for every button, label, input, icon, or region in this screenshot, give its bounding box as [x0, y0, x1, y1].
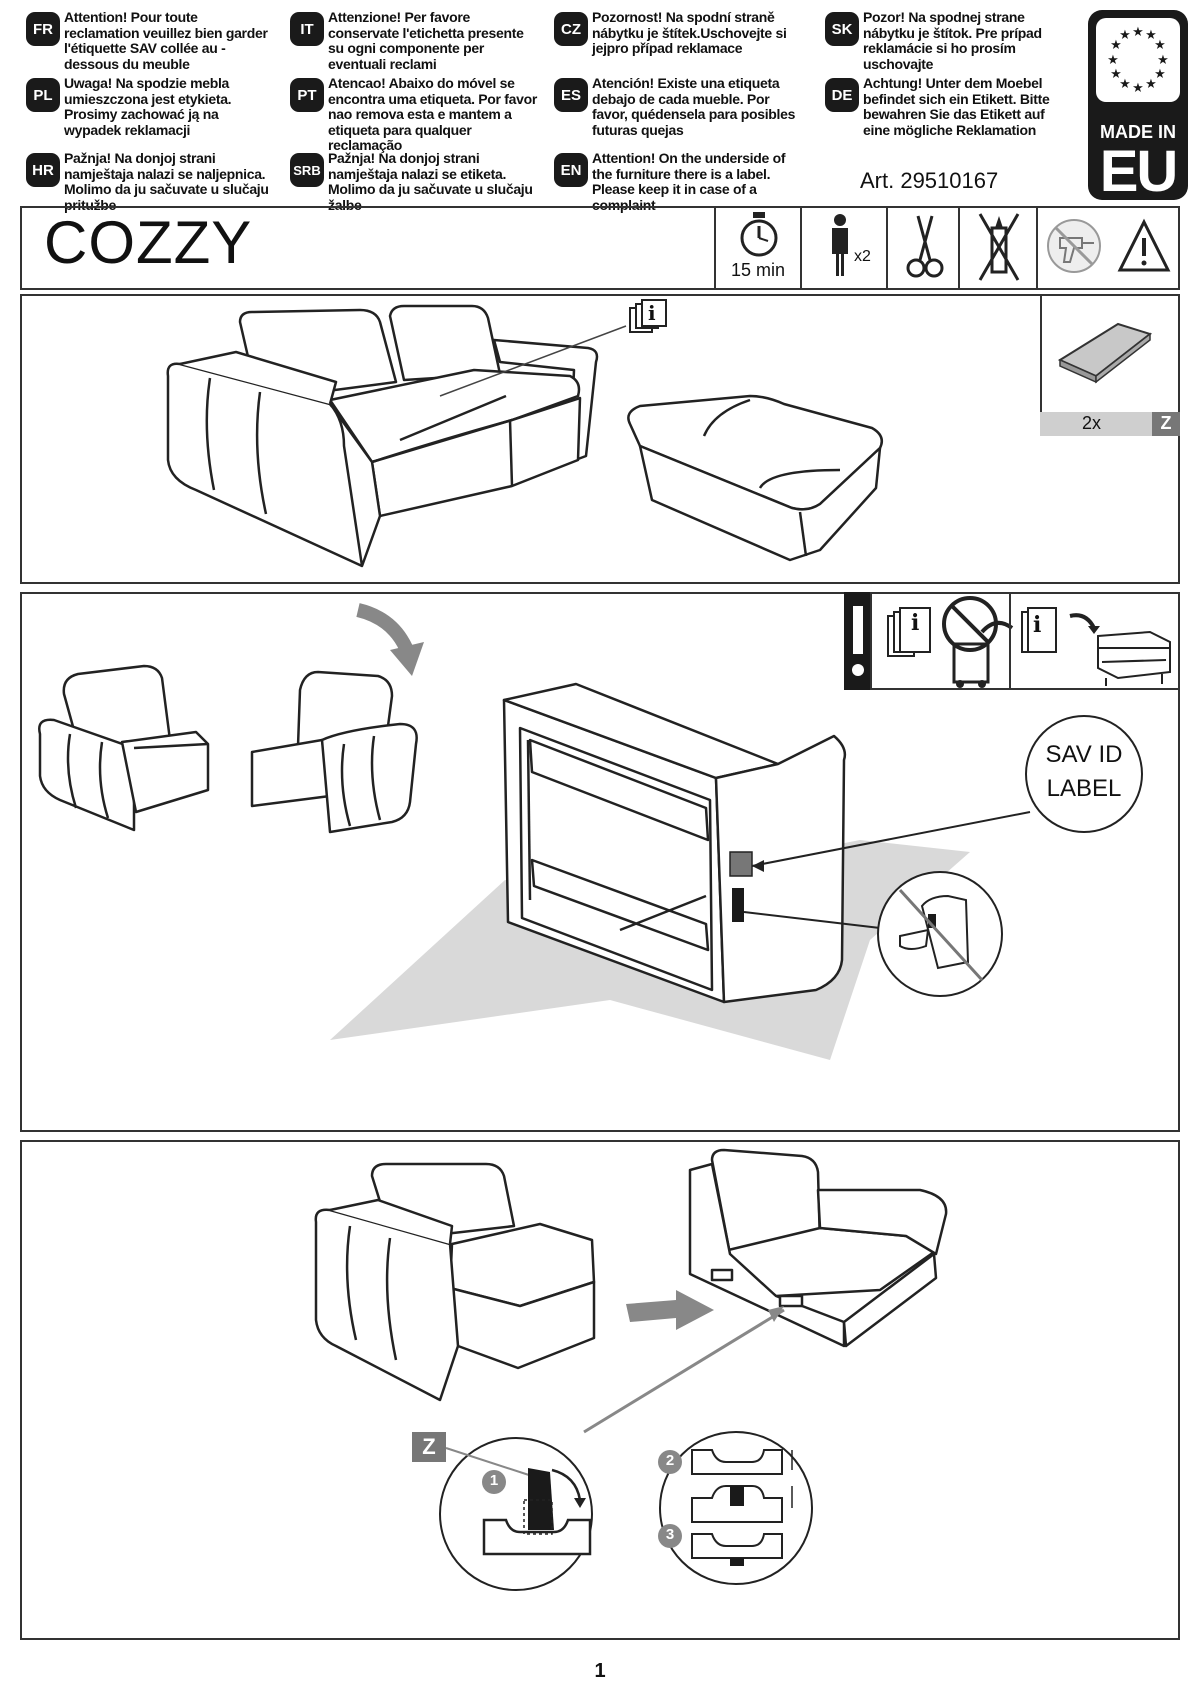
lang-badge-en: EN: [554, 153, 588, 187]
info-sheet-icon: i: [648, 301, 656, 325]
page-number: 1: [594, 1660, 606, 1682]
lang-badge-it: IT: [290, 12, 324, 46]
persons-cell: x2: [800, 208, 886, 288]
info-icon-label-b: i: [1033, 612, 1042, 638]
article-number: Art. 29510167: [860, 168, 999, 193]
svg-text:★: ★: [1157, 53, 1169, 68]
lang-badge-fr: FR: [26, 12, 60, 46]
svg-text:★: ★: [1154, 67, 1166, 82]
sav-id-label-text: SAV ID LABEL: [1030, 738, 1138, 806]
notice-text-cz: Pozornost! Na spodní straně nábytku je š…: [592, 9, 787, 56]
svg-text:★: ★: [1145, 28, 1157, 43]
svg-text:★: ★: [1132, 25, 1144, 40]
warning-cell: [1036, 208, 1178, 288]
product-title: COZZY: [44, 209, 253, 276]
panel-overview: [20, 294, 1180, 584]
step1-number: 1: [489, 1472, 499, 1489]
notice-pl: PL Uwaga! Na spodzie mebla umieszczona j…: [26, 75, 271, 138]
svg-text:★: ★: [1154, 38, 1166, 53]
felt-pad-icon: [1040, 322, 1180, 436]
notice-pt: PT Atencao! Abaixo do móvel se encontra …: [290, 75, 537, 153]
notice-srb: SRB Pažnja! Na donjoj strani namještaja …: [290, 150, 535, 213]
no-drill-warning-icon: [1047, 218, 1171, 273]
svg-text:★: ★: [1145, 77, 1157, 92]
step3-number: 3: [665, 1526, 675, 1543]
step2-number: 2: [665, 1452, 675, 1469]
svg-text:★: ★: [1110, 67, 1122, 82]
stopwatch-icon: [740, 212, 778, 257]
notice-sk: SK Pozor! Na spodnej strane nábytku je š…: [825, 9, 1070, 72]
no-cutter-icon: [978, 213, 1020, 281]
notice-text-pt: Atencao! Abaixo do móvel se encontra uma…: [328, 75, 538, 153]
notice-text-de: Achtung! Unter dem Moebel befindet sich …: [863, 75, 1050, 138]
eu-text: EU: [1099, 139, 1179, 204]
notice-cz: CZ Pozornost! Na spodní straně nábytku j…: [554, 9, 799, 72]
person-icon: [832, 214, 848, 276]
notice-de: DE Achtung! Unter dem Moebel befindet si…: [825, 75, 1070, 138]
svg-text:★: ★: [1132, 81, 1144, 96]
lang-badge-cz: CZ: [554, 12, 588, 46]
notice-en: EN Attention! On the underside of the fu…: [554, 150, 799, 213]
notice-hr: HR Pažnja! Na donjoj strani namještaja n…: [26, 150, 271, 213]
notice-text-sk: Pozor! Na spodnej strane nábytku je štít…: [863, 9, 1042, 72]
lang-badge-pt: PT: [290, 78, 324, 112]
svg-text:★: ★: [1107, 53, 1119, 68]
lang-badge-sk: SK: [825, 12, 859, 46]
lang-badge-pl: PL: [26, 78, 60, 112]
info-icon-label-a: i: [911, 610, 920, 636]
lang-badge-de: DE: [825, 78, 859, 112]
keep-label-icons: [887, 592, 1171, 690]
no-knife-cell: [958, 208, 1036, 288]
sav-id-line1: SAV ID: [1045, 741, 1123, 768]
panel-felt-pads: [20, 1140, 1180, 1640]
svg-text:★: ★: [1119, 77, 1131, 92]
warning-icons-box: [870, 592, 1180, 690]
made-in-eu-badge: ★★★ ★★★ ★★★ ★★★ MADE IN EU: [1088, 10, 1188, 204]
svg-text:★: ★: [1119, 28, 1131, 43]
notice-text-es: Atención! Existe una etiqueta debajo de …: [592, 75, 796, 138]
parts-quantity: 2x: [1082, 413, 1102, 433]
notice-text-hr: Pažnja! Na donjoj strani namještaja nala…: [64, 150, 269, 213]
notice-fr: FR Attention! Pour toute reclamation veu…: [26, 9, 271, 72]
persons-label: x2: [854, 248, 871, 265]
lang-badge-hr: HR: [26, 153, 60, 187]
eu-stars-icon: ★★★ ★★★ ★★★ ★★★: [1096, 18, 1180, 102]
scissors-icon: [906, 215, 944, 278]
notice-es: ES Atención! Existe una etiqueta debajo …: [554, 75, 799, 138]
notice-text-it: Attenzione! Per favore conservate l'etic…: [328, 9, 524, 72]
exclamation-icon: [852, 606, 864, 676]
time-label: 15 min: [730, 260, 786, 280]
scissors-cell: [886, 208, 958, 288]
parts-letter: Z: [1160, 413, 1172, 433]
panel-sav-label: [20, 592, 1180, 1132]
eu-star-circle-icon: ★★★ ★★★ ★★★ ★★★: [1107, 25, 1169, 96]
lang-badge-srb: SRB: [290, 153, 324, 187]
notice-text-en: Attention! On the underside of the furni…: [592, 150, 786, 213]
notice-text-srb: Pažnja! Na donjoj strani namještaja nala…: [328, 150, 533, 213]
svg-text:★: ★: [1110, 38, 1122, 53]
lang-badge-es: ES: [554, 78, 588, 112]
notice-text-fr: Attention! Pour toute reclamation veuill…: [64, 9, 268, 72]
sav-id-line2: LABEL: [1046, 775, 1122, 802]
notice-text-pl: Uwaga! Na spodzie mebla umieszczona jest…: [64, 75, 232, 138]
notice-it: IT Attenzione! Per favore conservate l'e…: [290, 9, 535, 72]
title-bar: [20, 206, 1180, 290]
made-in-text: MADE IN: [1100, 122, 1176, 142]
time-cell: 15 min: [714, 208, 800, 288]
z-badge-text: Z: [422, 1434, 436, 1459]
